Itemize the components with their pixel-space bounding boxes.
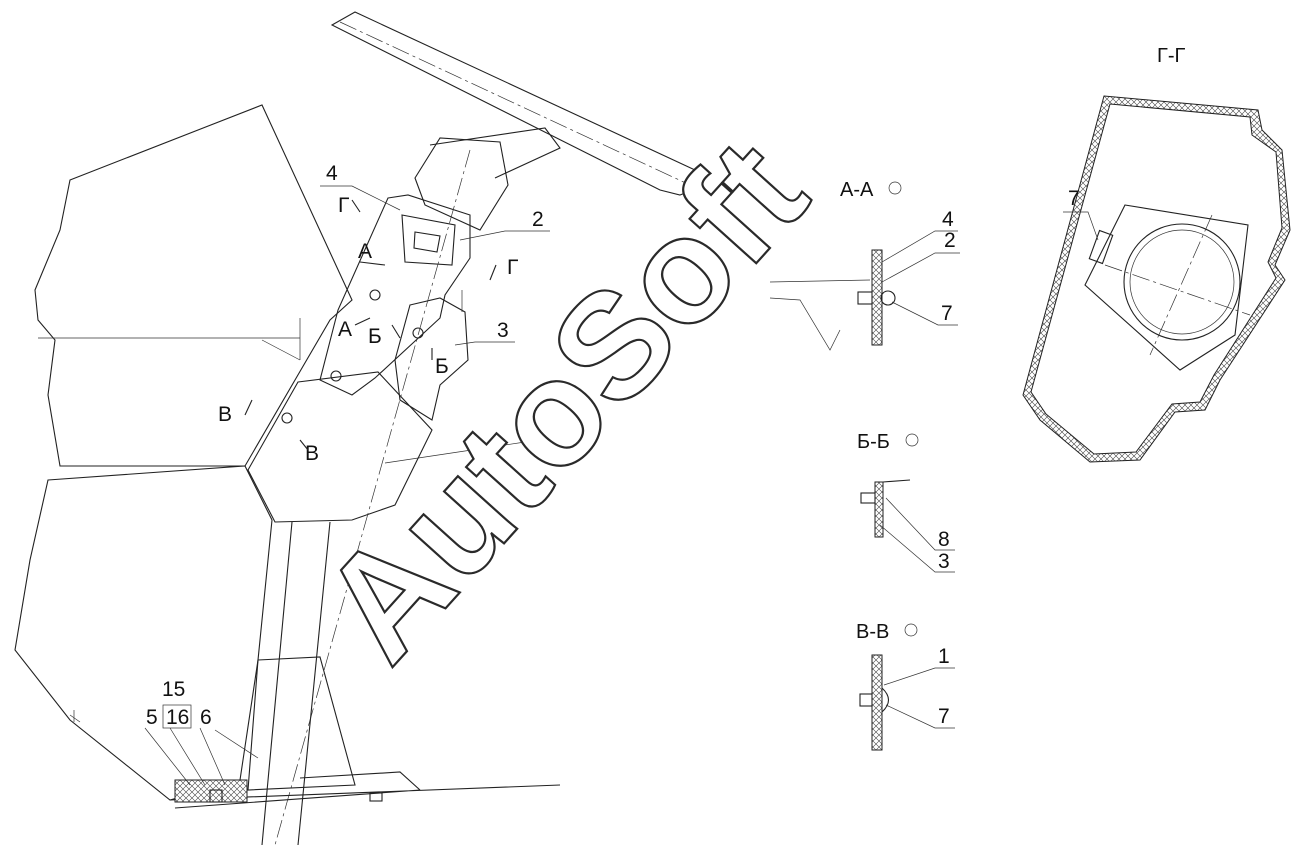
- gg-callout-7: 7: [1068, 187, 1080, 210]
- callout-1: 1: [523, 419, 535, 442]
- section-aa-bolt-head: [857, 291, 873, 305]
- section-vv-rotation-icon: [904, 623, 918, 637]
- leader-4: [320, 185, 401, 211]
- section-vv-bolt: [859, 693, 873, 707]
- section-aa-nut: [880, 290, 896, 306]
- panel-tab-edge: [261, 339, 301, 361]
- section-aa-bracket: [769, 279, 871, 351]
- cut-mark-g-right: Г: [507, 256, 518, 279]
- column-base: [247, 656, 356, 791]
- bracket-window: [401, 214, 456, 266]
- callout-15: 15: [162, 678, 185, 701]
- cut-mark-v-left: В: [218, 403, 232, 426]
- bolt-b: [412, 327, 424, 339]
- section-vv-clip: [881, 687, 890, 713]
- floor-bolt: [209, 789, 223, 803]
- aa-callout-2: 2: [944, 229, 956, 252]
- main-callouts: 4 2 3 1 15 5 16 6: [144, 162, 550, 786]
- bb-leader-3: [879, 524, 955, 573]
- vv-leader-7: [885, 704, 955, 729]
- section-gg-shell: [1022, 95, 1291, 463]
- gg-leader-7: [1063, 211, 1099, 241]
- aa-callout-4: 4: [942, 208, 954, 231]
- callout-2: 2: [532, 208, 544, 231]
- floor-clip: [369, 792, 383, 802]
- leader-3: [454, 341, 515, 346]
- bracket-slot: [413, 231, 441, 253]
- callout-16-box: [162, 704, 192, 729]
- leader-2: [459, 230, 550, 241]
- bolt-v: [281, 412, 293, 424]
- bolt-lower: [330, 370, 342, 382]
- cut-mark-b-left: Б: [368, 325, 382, 348]
- vv-callout-1: 1: [938, 645, 950, 668]
- side-bracket: [394, 297, 469, 421]
- callout-16: 16: [166, 706, 189, 729]
- column-shroud: [247, 371, 433, 523]
- section-bb-flange: [882, 479, 911, 483]
- section-gg-bolt: [1088, 229, 1114, 265]
- bolt-a: [369, 289, 381, 301]
- column-cover-top: [414, 137, 509, 231]
- cut-mark-a-lower: А: [338, 318, 352, 341]
- cut-marks: А А Б Б В В Г Г: [218, 194, 518, 465]
- bb-leader-8: [885, 497, 955, 551]
- callout-5: 5: [146, 706, 158, 729]
- panel-edge-detail: [69, 714, 81, 723]
- section-bb-title: Б-Б: [857, 431, 890, 453]
- section-vv: В-В 1 7: [856, 621, 955, 751]
- aa-leader-2: [881, 252, 960, 283]
- aa-callout-7: 7: [941, 302, 953, 325]
- cut-mark-v-right: В: [305, 442, 319, 465]
- section-vv-panel: [871, 654, 883, 751]
- section-aa-title: А-А: [840, 179, 874, 201]
- section-gg-insert: [1084, 204, 1249, 371]
- column-bracket: [319, 194, 471, 396]
- callout-3: 3: [497, 319, 509, 342]
- section-gg-column-inner: [1129, 229, 1235, 335]
- main-view: [14, 11, 697, 846]
- bb-callout-3: 3: [938, 550, 950, 573]
- lower-panel-outline: [14, 465, 273, 801]
- section-gg-axes: [1104, 214, 1251, 356]
- shaft-right: [297, 521, 331, 846]
- section-gg-column-bore: [1123, 223, 1241, 341]
- wheel-axis: [339, 21, 691, 186]
- cut-mark-b-right: Б: [435, 355, 449, 378]
- section-bb: Б-Б 8 3: [857, 431, 955, 573]
- column-axis: [274, 149, 471, 846]
- upper-panel-outline: [34, 104, 353, 467]
- bb-callout-8: 8: [938, 528, 950, 551]
- leader-1: [384, 441, 540, 464]
- section-bb-bolt: [860, 492, 876, 504]
- section-vv-title: В-В: [856, 621, 889, 643]
- cut-mark-g-left: Г: [338, 194, 349, 217]
- aa-leader-4: [881, 230, 958, 263]
- section-bb-rotation-icon: [905, 433, 919, 447]
- shaft-left: [261, 521, 293, 846]
- section-aa-rotation-icon: [888, 181, 902, 195]
- leaders-bottom: [144, 727, 259, 786]
- steering-wheel-rim: [330, 11, 697, 196]
- vv-callout-7: 7: [938, 705, 950, 728]
- wheel-spoke: [429, 127, 561, 179]
- vv-leader-1: [883, 667, 955, 686]
- cut-mark-ticks: [244, 199, 497, 451]
- section-bb-panel: [874, 481, 884, 538]
- callout-6: 6: [200, 706, 212, 729]
- section-gg: Г-Г 7: [1022, 45, 1291, 463]
- floor-seal: [174, 779, 248, 803]
- aa-leader-7: [891, 301, 958, 326]
- callout-4: 4: [326, 162, 338, 185]
- section-aa: А-А 4 2 7: [769, 179, 960, 351]
- section-gg-title: Г-Г: [1157, 45, 1185, 67]
- cut-mark-a-upper: А: [358, 240, 372, 263]
